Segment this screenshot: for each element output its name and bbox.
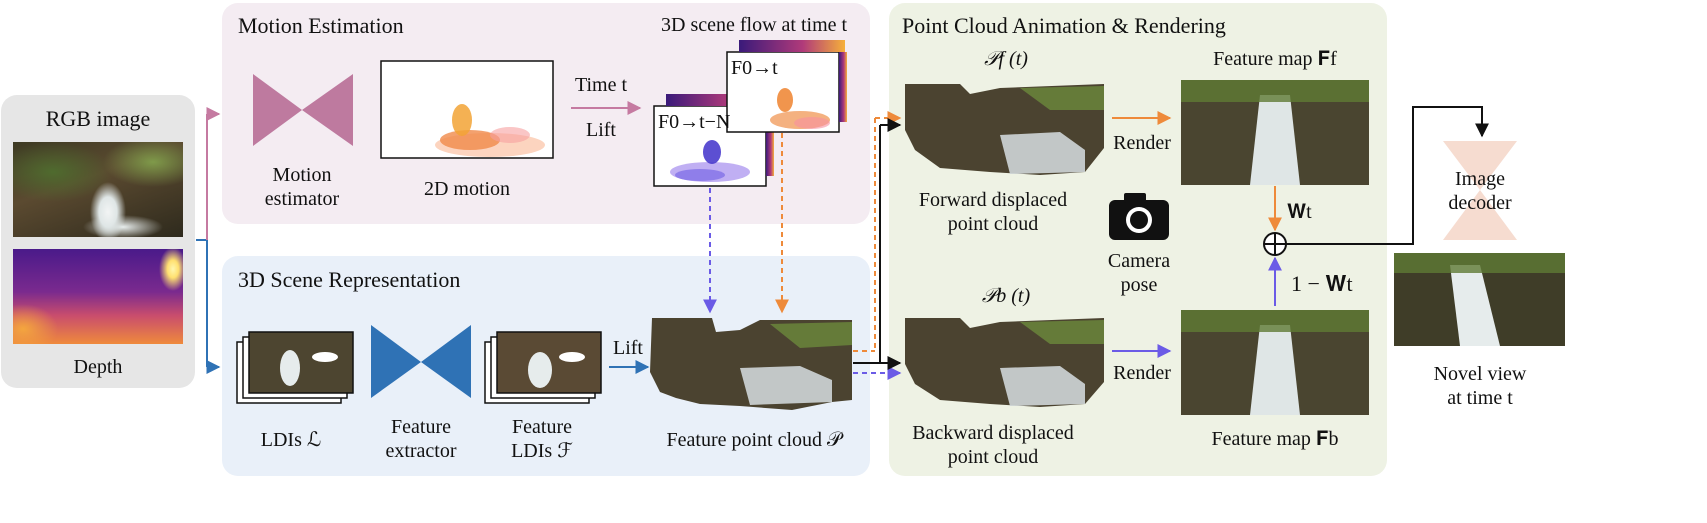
motion-title: Motion Estimation	[238, 13, 404, 38]
decoder-label: Image decoder	[1448, 168, 1512, 214]
time-label: Time t	[574, 74, 628, 96]
fmap-top-label: Feature map 𝐅f	[1213, 48, 1337, 70]
depth-image	[13, 249, 183, 344]
render-title: Point Cloud Animation & Rendering	[902, 13, 1226, 38]
depth-label: Depth	[73, 356, 123, 378]
combine-icon	[1263, 232, 1287, 256]
pb-label: 𝒫b (t)	[981, 285, 1031, 307]
rgb-image	[13, 142, 183, 237]
render-bottom-label: Render	[1113, 362, 1171, 384]
camera-icon	[1109, 193, 1169, 240]
motion-estimator-shape	[253, 74, 353, 146]
novel-view-label: Novel view at time t	[1433, 363, 1527, 409]
lift-label-scene: Lift	[613, 337, 643, 359]
flow-front-label: F0→t	[731, 57, 778, 79]
extractor-label: Feature extractor	[385, 416, 457, 462]
flow-back-label: F0→t−N	[658, 111, 731, 133]
forward-label: Forward displaced point cloud	[918, 189, 1068, 235]
motion-2d-label: 2D motion	[423, 178, 511, 200]
scene-title: 3D Scene Representation	[238, 267, 461, 292]
weight-label: 𝐖t	[1287, 201, 1312, 223]
render-top-label: Render	[1113, 132, 1171, 154]
backward-label: Backward displaced point cloud	[912, 422, 1074, 468]
input-title: RGB image	[45, 106, 151, 131]
ldi-stack	[248, 331, 354, 394]
pf-label: 𝒫f (t)	[984, 48, 1028, 70]
fmap-bottom-label: Feature map 𝐅b	[1211, 428, 1339, 450]
motion-estimator-label: Motion estimator	[264, 164, 340, 210]
feature-ldi-label: Feature LDIs ℱ	[511, 416, 573, 462]
camera-label: Camera pose	[1107, 250, 1171, 296]
ldi-label: LDIs ℒ	[260, 429, 322, 451]
lift-label-top: Lift	[586, 119, 616, 141]
image-decoder-shape	[1443, 141, 1517, 240]
cloud-label: Feature point cloud 𝒫	[666, 429, 842, 451]
one-minus-weight-label: 1 − 𝐖t	[1291, 271, 1353, 296]
feature-extractor-shape	[371, 325, 471, 398]
flow-title: 3D scene flow at time t	[661, 14, 848, 36]
